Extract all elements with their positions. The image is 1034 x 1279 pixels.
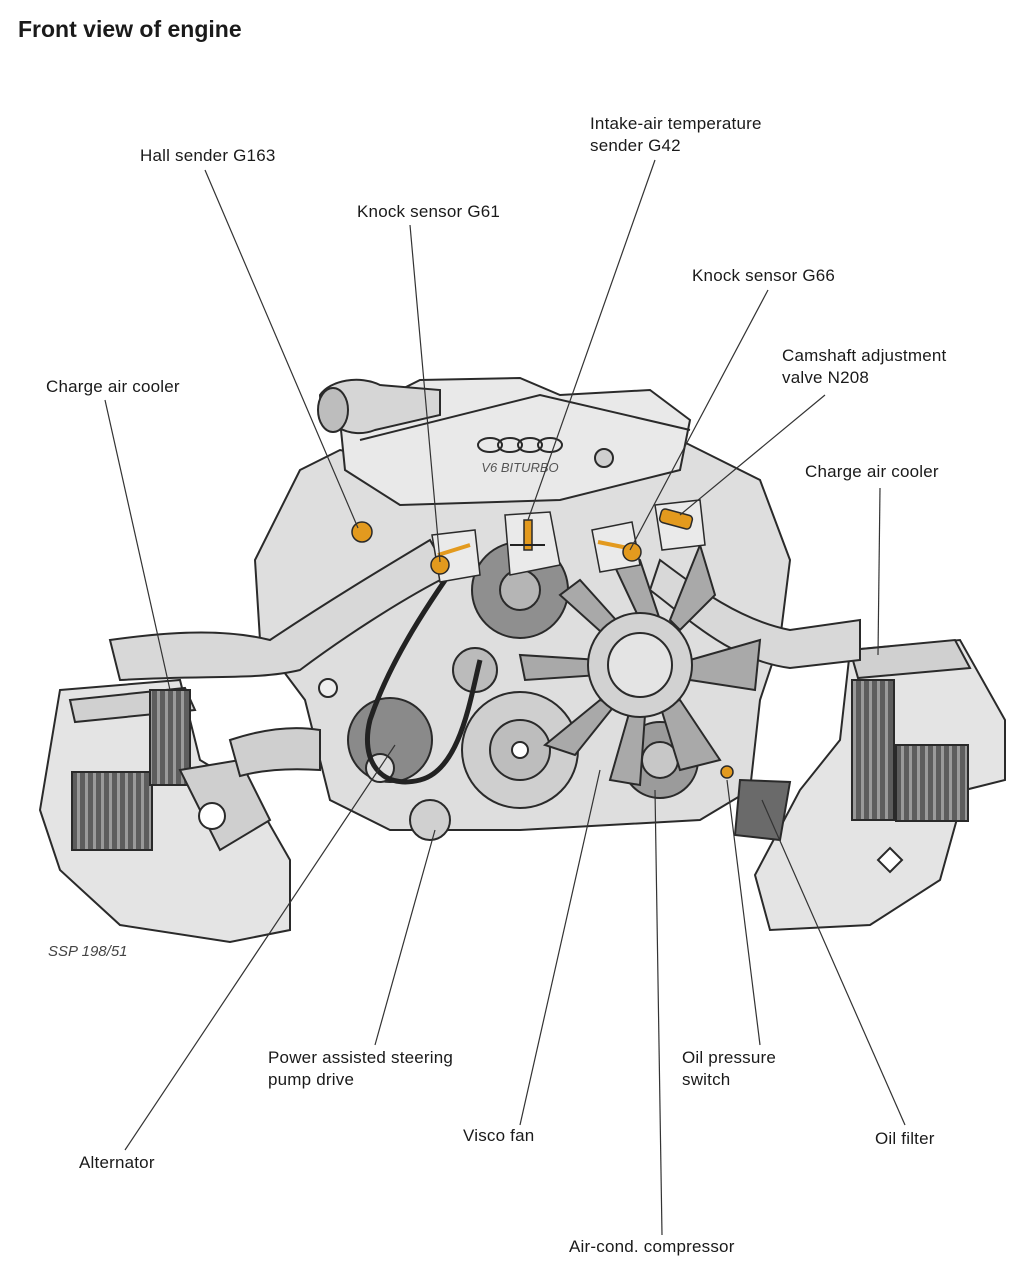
label-hall-sender: Hall sender G163 bbox=[140, 146, 276, 165]
label-charge-air-cooler-right: Charge air cooler bbox=[805, 462, 939, 481]
camshaft-valve-icon bbox=[658, 508, 694, 530]
engine-block: V6 BITURBO bbox=[108, 376, 861, 842]
label-alternator: Alternator bbox=[79, 1153, 155, 1172]
label-charge-air-cooler-left: Charge air cooler bbox=[46, 377, 180, 396]
label-camshaft-valve: Camshaft adjustment valve N208 bbox=[782, 346, 947, 387]
oil-pressure-switch-icon bbox=[720, 765, 734, 779]
charge-air-cooler-right bbox=[753, 638, 1006, 932]
engine-badge: V6 BITURBO bbox=[481, 460, 558, 475]
label-power-steering-pump-drive: Power assisted steering pump drive bbox=[268, 1048, 454, 1089]
hall-sender-icon bbox=[351, 521, 373, 543]
sensors bbox=[351, 499, 734, 779]
label-knock-sensor-g66: Knock sensor G66 bbox=[692, 266, 836, 285]
charge-air-cooler-left bbox=[38, 678, 291, 944]
label-visco-fan: Visco fan bbox=[463, 1126, 535, 1145]
label-knock-sensor-g61: Knock sensor G61 bbox=[357, 202, 501, 221]
reference-code: SSP 198/51 bbox=[48, 943, 128, 960]
label-air-cond-compressor: Air-cond. compressor bbox=[569, 1237, 735, 1256]
visco-fan bbox=[518, 532, 762, 787]
knock-sensor-g66-icon bbox=[597, 540, 642, 562]
label-oil-pressure-switch: Oil pressure switch bbox=[682, 1048, 777, 1089]
page-title: Front view of engine bbox=[18, 16, 242, 42]
label-intake-air-temp-sender: Intake-air temperature sender G42 bbox=[590, 114, 762, 155]
label-oil-filter: Oil filter bbox=[875, 1129, 935, 1148]
leader-lines bbox=[104, 159, 906, 1236]
